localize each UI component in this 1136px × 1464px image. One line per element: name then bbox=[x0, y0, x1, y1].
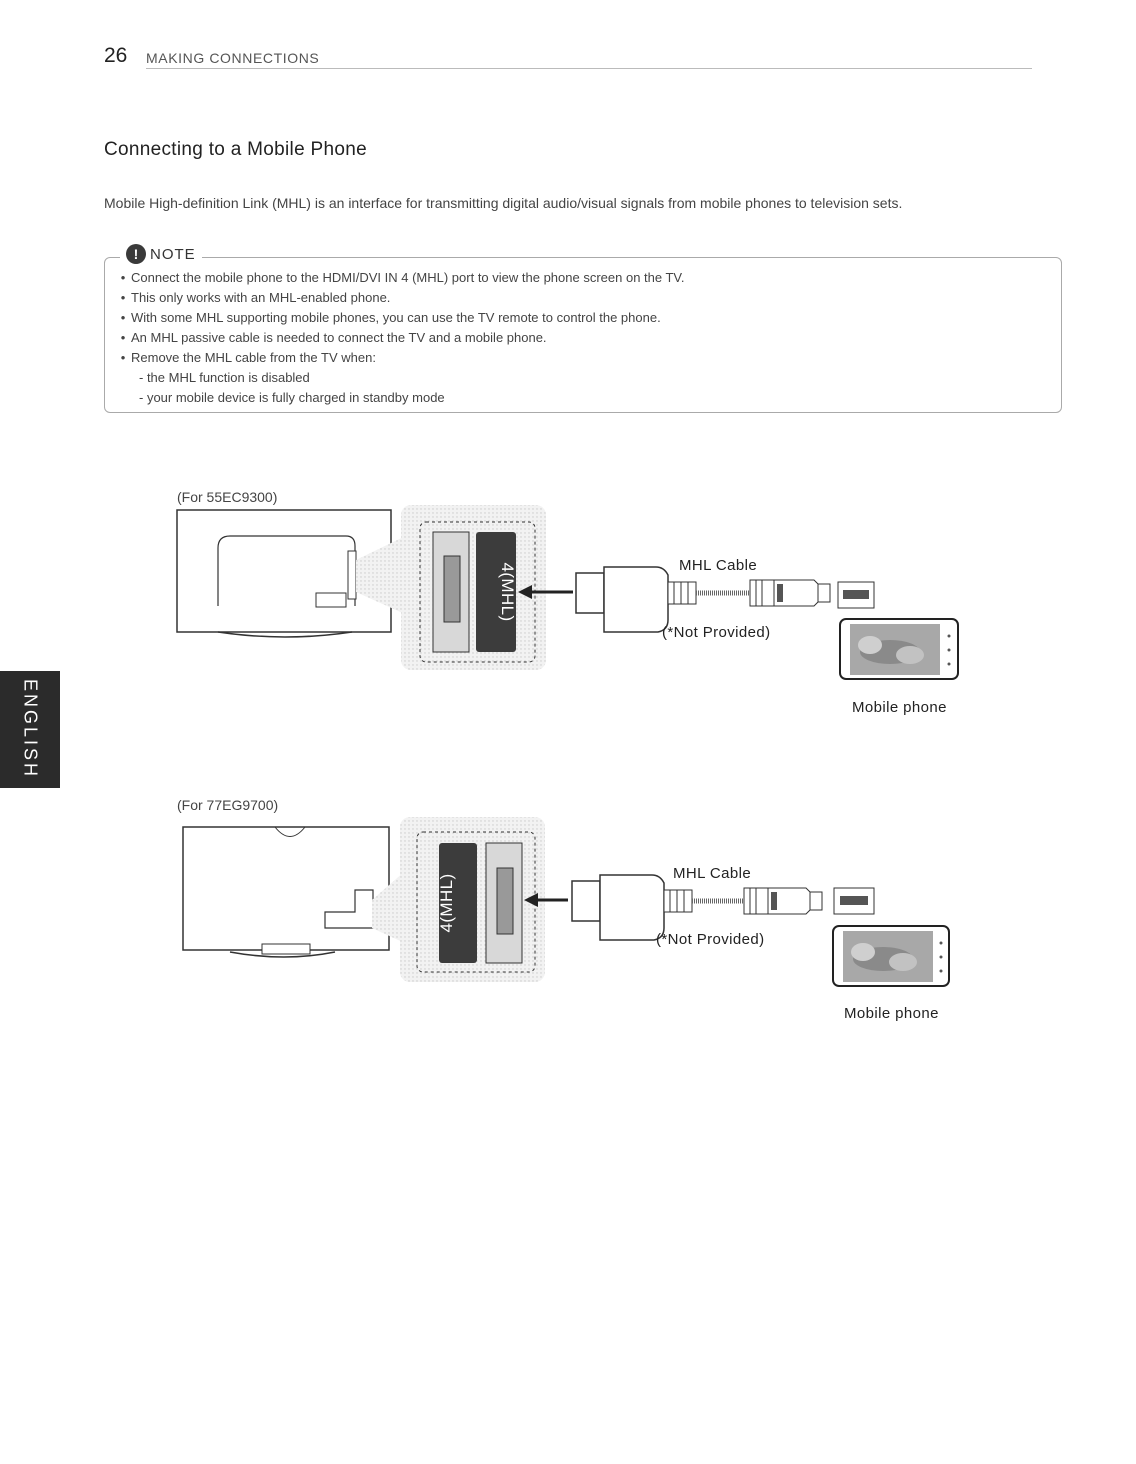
phone-label: Mobile phone bbox=[844, 1005, 939, 1022]
header-divider bbox=[146, 68, 1032, 69]
language-tab: ENGLISH bbox=[0, 671, 60, 788]
bullet-icon: • bbox=[120, 330, 126, 345]
port-label: 4(MHL) bbox=[498, 562, 517, 621]
note-item: •With some MHL supporting mobile phones,… bbox=[115, 308, 685, 328]
note-item: •Remove the MHL cable from the TV when: bbox=[115, 348, 685, 368]
hdmi-port-zoom: 4(MHL) bbox=[401, 505, 546, 670]
mhl-port-badge bbox=[476, 532, 516, 652]
note-header: ! NOTE bbox=[120, 244, 202, 264]
tv-back-illustration bbox=[176, 509, 392, 638]
intro-paragraph: Mobile High-definition Link (MHL) is an … bbox=[104, 195, 903, 211]
insert-arrow-icon bbox=[518, 585, 573, 599]
page-title: Connecting to a Mobile Phone bbox=[104, 139, 367, 160]
page-header: 26 MAKING CONNECTIONS bbox=[104, 44, 1032, 70]
mhl-cable-illustration bbox=[571, 874, 875, 941]
diagram-caption-55ec9300: (For 55EC9300) bbox=[177, 489, 278, 505]
hdmi-port-zoom: 4(MHL) bbox=[400, 817, 545, 982]
insert-arrow-icon bbox=[524, 893, 568, 907]
note-item: •Connect the mobile phone to the HDMI/DV… bbox=[115, 268, 685, 288]
not-provided-label: (*Not Provided) bbox=[656, 931, 765, 948]
tv-back-illustration bbox=[182, 826, 390, 958]
mobile-phone-illustration bbox=[832, 925, 950, 987]
cable-label: MHL Cable bbox=[673, 865, 751, 882]
note-list: •Connect the mobile phone to the HDMI/DV… bbox=[115, 268, 685, 408]
note-item: •This only works with an MHL-enabled pho… bbox=[115, 288, 685, 308]
note-item: •An MHL passive cable is needed to conne… bbox=[115, 328, 685, 348]
page-number: 26 bbox=[104, 44, 128, 67]
cable-label: MHL Cable bbox=[679, 557, 757, 574]
mhl-port-badge bbox=[439, 843, 477, 963]
diagram-caption-77eg9700: (For 77EG9700) bbox=[177, 797, 279, 813]
exclamation-icon: ! bbox=[126, 244, 146, 264]
mhl-cable-illustration bbox=[575, 566, 875, 633]
bullet-icon: • bbox=[120, 270, 126, 285]
mobile-phone-illustration bbox=[839, 618, 959, 680]
port-label: 4(MHL) bbox=[437, 873, 456, 932]
note-subitem: - the MHL function is disabled bbox=[139, 370, 310, 385]
note-box: ! NOTE •Connect the mobile phone to the … bbox=[104, 244, 1062, 413]
bullet-icon: • bbox=[120, 290, 126, 305]
phone-label: Mobile phone bbox=[852, 699, 947, 716]
note-subitem: - your mobile device is fully charged in… bbox=[139, 390, 445, 405]
note-top-rule bbox=[215, 257, 1043, 258]
note-title: NOTE bbox=[150, 245, 196, 263]
bullet-icon: • bbox=[120, 310, 126, 325]
not-provided-label: (*Not Provided) bbox=[662, 624, 771, 641]
section-label: MAKING CONNECTIONS bbox=[146, 50, 320, 66]
bullet-icon: • bbox=[120, 350, 126, 365]
language-tab-label: ENGLISH bbox=[20, 678, 41, 780]
